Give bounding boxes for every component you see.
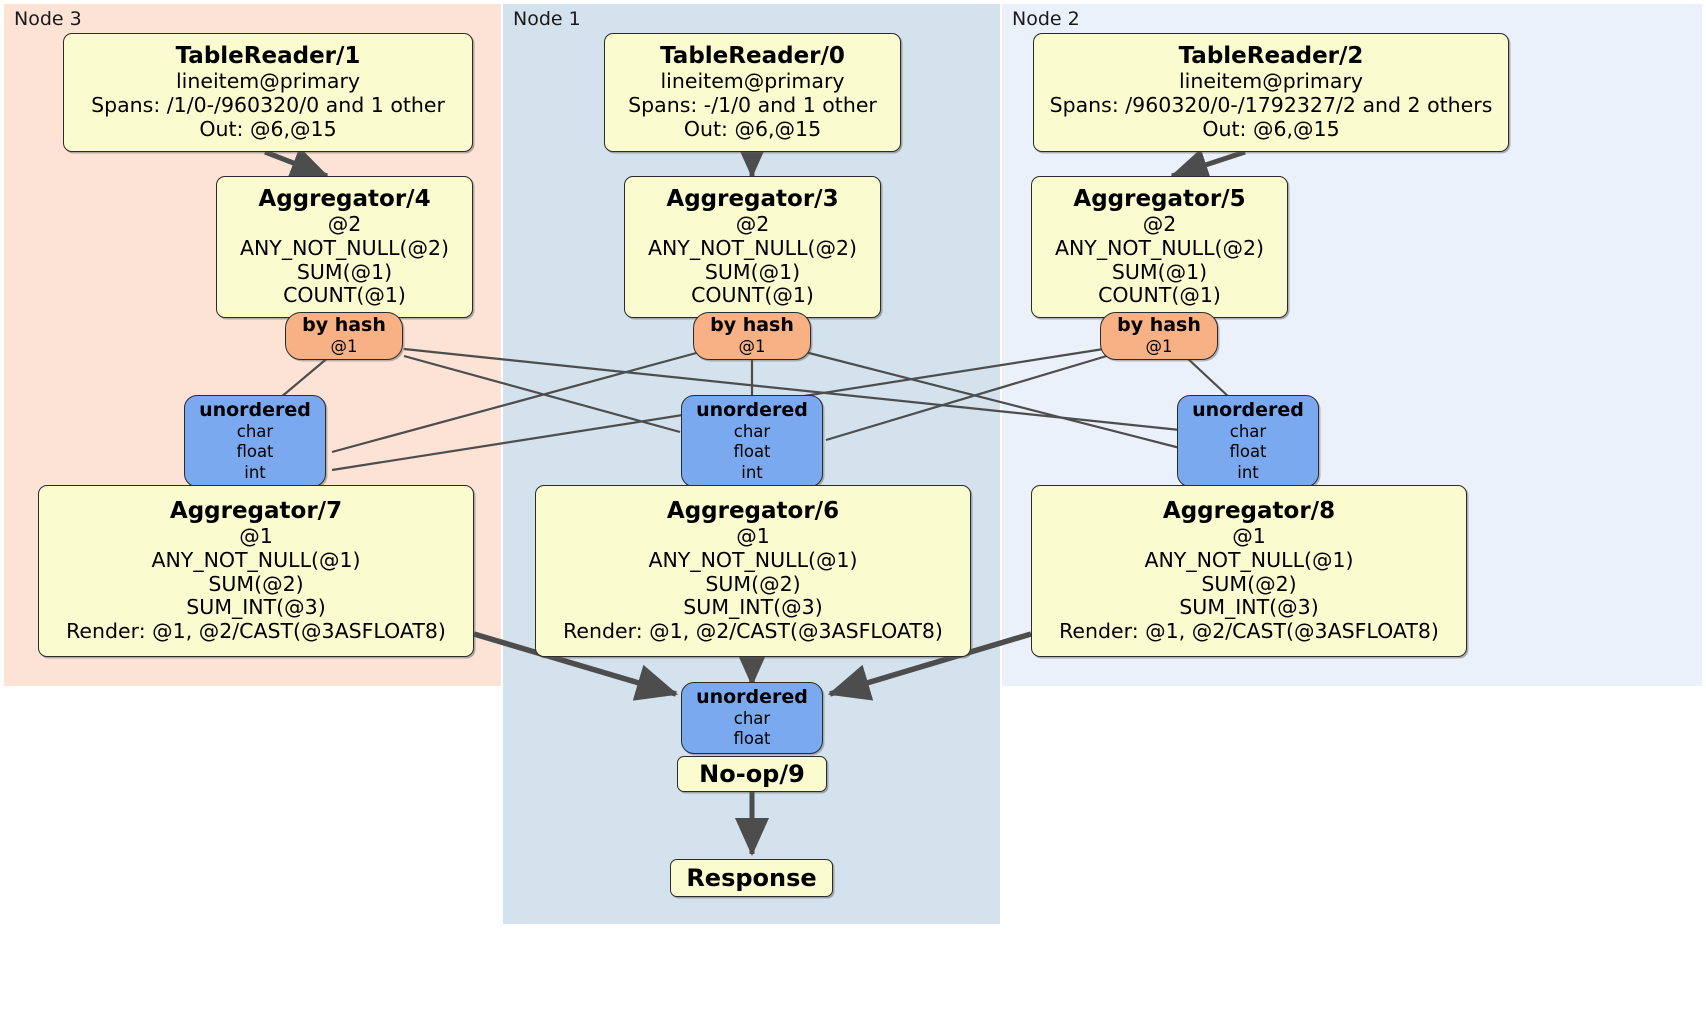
router-type-3: int (244, 462, 266, 482)
aggregator-func-1: ANY_NOT_NULL(@2) (647, 235, 858, 260)
router-title: by hash (710, 314, 794, 337)
processor-table-reader-1[interactable]: TableReader/1 lineitem@primary Spans: /1… (63, 33, 473, 152)
aggregator-func-3: COUNT(@1) (691, 283, 814, 308)
aggregator-render: Render: @1, @2/CAST(@3ASFLOAT8) (563, 619, 943, 644)
processor-aggregator-3[interactable]: Aggregator/3 @2 ANY_NOT_NULL(@2) SUM(@1)… (624, 176, 881, 318)
router-title: unordered (199, 398, 311, 421)
processor-spans: Spans: /1/0-/960320/0 and 1 other (91, 93, 445, 118)
aggregator-func-2: SUM(@1) (1111, 259, 1208, 284)
processor-out: Out: @6,@15 (1202, 116, 1340, 141)
router-column: @1 (738, 337, 766, 357)
processor-aggregator-6[interactable]: Aggregator/6 @1 ANY_NOT_NULL(@1) SUM(@2)… (535, 485, 971, 657)
aggregator-group: @2 (735, 212, 770, 237)
router-title: unordered (1192, 398, 1304, 421)
router-by-hash-node1[interactable]: by hash @1 (693, 312, 811, 360)
router-type-2: float (733, 729, 771, 749)
router-by-hash-node2[interactable]: by hash @1 (1100, 312, 1218, 360)
panel-node3-label: Node 3 (14, 8, 82, 30)
processor-table-reader-0[interactable]: TableReader/0 lineitem@primary Spans: -/… (604, 33, 901, 152)
aggregator-group: @2 (327, 212, 362, 237)
router-type-2: float (733, 442, 771, 462)
processor-title: Aggregator/5 (1073, 185, 1246, 212)
processor-title: Aggregator/6 (666, 498, 840, 525)
router-type-1: char (733, 421, 771, 441)
aggregator-func-2: SUM(@2) (1201, 571, 1297, 596)
aggregator-render: Render: @1, @2/CAST(@3ASFLOAT8) (1059, 619, 1439, 644)
processor-title: Aggregator/3 (666, 185, 839, 212)
router-type-1: char (733, 708, 771, 728)
router-type-2: float (236, 442, 274, 462)
router-unordered-node1[interactable]: unordered char float int (681, 395, 823, 487)
processor-title: Aggregator/8 (1162, 498, 1336, 525)
router-title: unordered (696, 398, 808, 421)
aggregator-func-1: ANY_NOT_NULL(@1) (151, 547, 361, 572)
router-type-1: char (236, 421, 274, 441)
processor-out: Out: @6,@15 (199, 116, 337, 141)
aggregator-func-3: SUM_INT(@3) (683, 595, 823, 620)
processor-spans: Spans: -/1/0 and 1 other (628, 93, 877, 118)
aggregator-group: @1 (736, 524, 770, 549)
aggregator-group: @1 (239, 524, 273, 549)
aggregator-func-3: COUNT(@1) (1098, 283, 1221, 308)
processor-title: No-op/9 (699, 759, 805, 788)
router-title: unordered (696, 686, 808, 709)
processor-table: lineitem@primary (1178, 69, 1364, 94)
aggregator-func-1: ANY_NOT_NULL(@1) (1144, 547, 1354, 572)
router-column: @1 (330, 337, 358, 357)
router-type-2: float (1229, 442, 1267, 462)
panel-node1-label: Node 1 (513, 8, 581, 30)
aggregator-func-1: ANY_NOT_NULL(@2) (239, 235, 450, 260)
processor-title: TableReader/0 (660, 43, 845, 70)
processor-title: Aggregator/7 (169, 498, 343, 525)
processor-table: lineitem@primary (175, 69, 361, 94)
aggregator-func-2: SUM(@2) (705, 571, 801, 596)
router-title: by hash (302, 314, 386, 337)
aggregator-func-2: SUM(@1) (704, 259, 801, 284)
router-column: @1 (1145, 337, 1173, 357)
processor-aggregator-8[interactable]: Aggregator/8 @1 ANY_NOT_NULL(@1) SUM(@2)… (1031, 485, 1467, 657)
node-response[interactable]: Response (670, 859, 833, 897)
panel-node2-label: Node 2 (1012, 8, 1080, 30)
aggregator-func-1: ANY_NOT_NULL(@2) (1054, 235, 1265, 260)
router-unordered-node2[interactable]: unordered char float int (1177, 395, 1319, 487)
aggregator-func-2: SUM(@2) (208, 571, 304, 596)
response-title: Response (686, 863, 817, 892)
processor-table-reader-2[interactable]: TableReader/2 lineitem@primary Spans: /9… (1033, 33, 1509, 152)
router-unordered-node3[interactable]: unordered char float int (184, 395, 326, 487)
processor-aggregator-7[interactable]: Aggregator/7 @1 ANY_NOT_NULL(@1) SUM(@2)… (38, 485, 474, 657)
processor-out: Out: @6,@15 (683, 116, 822, 141)
aggregator-func-3: COUNT(@1) (283, 283, 406, 308)
aggregator-func-1: ANY_NOT_NULL(@1) (648, 547, 858, 572)
processor-spans: Spans: /960320/0-/1792327/2 and 2 others (1049, 93, 1493, 118)
aggregator-func-3: SUM_INT(@3) (1179, 595, 1319, 620)
router-title: by hash (1117, 314, 1201, 337)
processor-no-op-9[interactable]: No-op/9 (677, 756, 827, 792)
processor-title: TableReader/2 (1178, 43, 1364, 70)
router-by-hash-node3[interactable]: by hash @1 (285, 312, 403, 360)
aggregator-func-2: SUM(@1) (296, 259, 393, 284)
processor-title: Aggregator/4 (258, 185, 431, 212)
router-type-1: char (1229, 421, 1267, 441)
aggregator-func-3: SUM_INT(@3) (186, 595, 326, 620)
router-unordered-final[interactable]: unordered char float (681, 682, 823, 754)
processor-title: TableReader/1 (175, 43, 361, 70)
aggregator-render: Render: @1, @2/CAST(@3ASFLOAT8) (66, 619, 446, 644)
processor-table: lineitem@primary (660, 69, 845, 94)
router-type-3: int (741, 462, 763, 482)
aggregator-group: @1 (1232, 524, 1266, 549)
processor-aggregator-4[interactable]: Aggregator/4 @2 ANY_NOT_NULL(@2) SUM(@1)… (216, 176, 473, 318)
router-type-3: int (1237, 462, 1259, 482)
processor-aggregator-5[interactable]: Aggregator/5 @2 ANY_NOT_NULL(@2) SUM(@1)… (1031, 176, 1288, 318)
aggregator-group: @2 (1142, 212, 1177, 237)
